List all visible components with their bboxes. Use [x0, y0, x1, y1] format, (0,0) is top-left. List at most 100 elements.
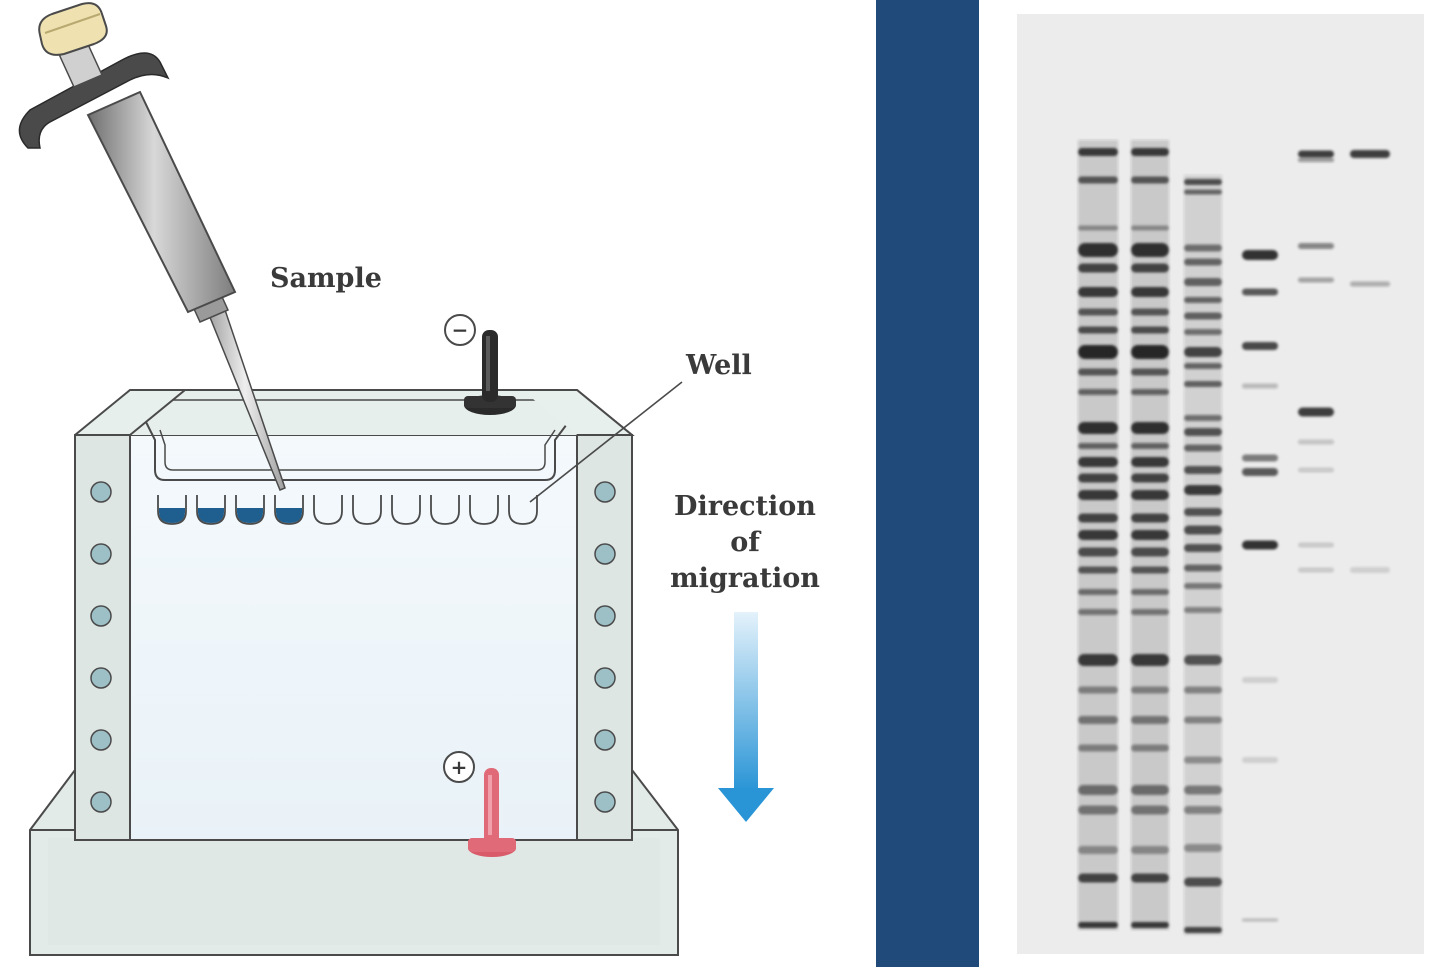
- left-spacer: [74, 389, 188, 841]
- gel-band: [1184, 312, 1222, 320]
- gel-band: [1184, 278, 1222, 286]
- gel-band: [1184, 607, 1222, 613]
- gel-band: [1078, 922, 1118, 928]
- gel-band: [1078, 345, 1118, 359]
- divider-bar: [876, 0, 979, 967]
- well-pointer-line: [529, 381, 683, 503]
- gel-band: [1131, 873, 1169, 883]
- gel-band: [1131, 308, 1169, 316]
- gel-band: [1131, 922, 1169, 928]
- gel-band: [1131, 785, 1169, 795]
- gel-band: [1078, 422, 1118, 434]
- svg-text:+: +: [451, 755, 468, 779]
- gel-band: [1184, 544, 1222, 552]
- gel-band: [1078, 368, 1118, 376]
- gel-band: [1298, 158, 1334, 162]
- gel-smear: [1184, 175, 1222, 935]
- gel-band: [1298, 567, 1334, 573]
- gel-band: [1184, 347, 1222, 357]
- side-dots: [90, 481, 616, 813]
- gel-band: [1184, 444, 1222, 452]
- well-filled: [157, 495, 187, 525]
- side-dot-right: [594, 605, 616, 627]
- gel-bands: [1078, 140, 1390, 935]
- gel-band: [1078, 263, 1118, 273]
- gel-band: [1131, 686, 1169, 694]
- gel-band: [1078, 243, 1118, 257]
- well-empty: [469, 495, 499, 525]
- gel-band: [1131, 326, 1169, 334]
- gel-band: [1131, 148, 1169, 156]
- gel-band: [1078, 589, 1118, 595]
- gel-band: [1242, 677, 1278, 683]
- well-filled: [196, 495, 226, 525]
- well-empty: [313, 495, 343, 525]
- gel-band: [1184, 806, 1222, 814]
- gel-band: [1078, 176, 1118, 184]
- gel-band: [1242, 757, 1278, 763]
- gel-band: [1184, 756, 1222, 764]
- gel-band: [1184, 655, 1222, 665]
- gel-band: [1078, 148, 1118, 156]
- gel-band: [1242, 468, 1278, 476]
- gel-band: [1131, 490, 1169, 500]
- gel-band: [1298, 243, 1334, 249]
- gel-band: [1131, 443, 1169, 449]
- side-dot-right: [594, 791, 616, 813]
- gel-band: [1078, 225, 1118, 231]
- gel-band: [1298, 150, 1334, 158]
- gel-band: [1184, 381, 1222, 387]
- gel-band: [1242, 288, 1278, 296]
- gel-band: [1298, 277, 1334, 283]
- gel-band: [1131, 368, 1169, 376]
- gel-band: [1350, 281, 1390, 287]
- gel-band: [1131, 530, 1169, 540]
- side-dot-right: [594, 543, 616, 565]
- well-label: Well: [685, 350, 752, 381]
- gel-band: [1242, 454, 1278, 462]
- positive-symbol: +: [443, 751, 475, 783]
- gel-band: [1078, 716, 1118, 724]
- well-filled: [274, 495, 304, 525]
- gel-band: [1184, 508, 1222, 516]
- direction-label-line3: migration: [670, 563, 820, 594]
- gel-band: [1131, 473, 1169, 483]
- gel-band: [1298, 407, 1334, 417]
- gel-band: [1078, 457, 1118, 467]
- gel-band: [1131, 716, 1169, 724]
- gel-band: [1078, 389, 1118, 395]
- gel-band: [1350, 567, 1390, 573]
- gel-band: [1078, 873, 1118, 883]
- side-dot-right: [594, 667, 616, 689]
- gel-band: [1078, 530, 1118, 540]
- gel-band: [1184, 179, 1222, 185]
- side-dot-left: [90, 605, 112, 627]
- gel-band: [1184, 686, 1222, 694]
- gel-band: [1242, 342, 1278, 350]
- well-filled: [235, 495, 265, 525]
- gel-band: [1078, 686, 1118, 694]
- gel-band: [1131, 589, 1169, 595]
- gel-band: [1184, 785, 1222, 795]
- gel-band: [1131, 609, 1169, 615]
- gel-band: [1242, 918, 1278, 922]
- gel-band: [1184, 363, 1222, 369]
- negative-electrode: [464, 330, 516, 415]
- gel-band: [1078, 547, 1118, 557]
- gel-band: [1184, 716, 1222, 724]
- gel-band: [1078, 609, 1118, 615]
- gel-band: [1184, 258, 1222, 266]
- gel-band: [1184, 189, 1222, 195]
- side-dot-left: [90, 667, 112, 689]
- side-dot-left: [90, 543, 112, 565]
- gel-band: [1131, 846, 1169, 854]
- direction-label-line1: Direction: [674, 491, 816, 522]
- gel-band: [1184, 415, 1222, 421]
- gel-band: [1298, 542, 1334, 548]
- pipette: [18, 2, 286, 491]
- well-empty: [508, 495, 538, 525]
- gel-band: [1184, 428, 1222, 436]
- gel-band: [1131, 457, 1169, 467]
- gel-band: [1078, 566, 1118, 574]
- sample-label: Sample: [270, 263, 382, 294]
